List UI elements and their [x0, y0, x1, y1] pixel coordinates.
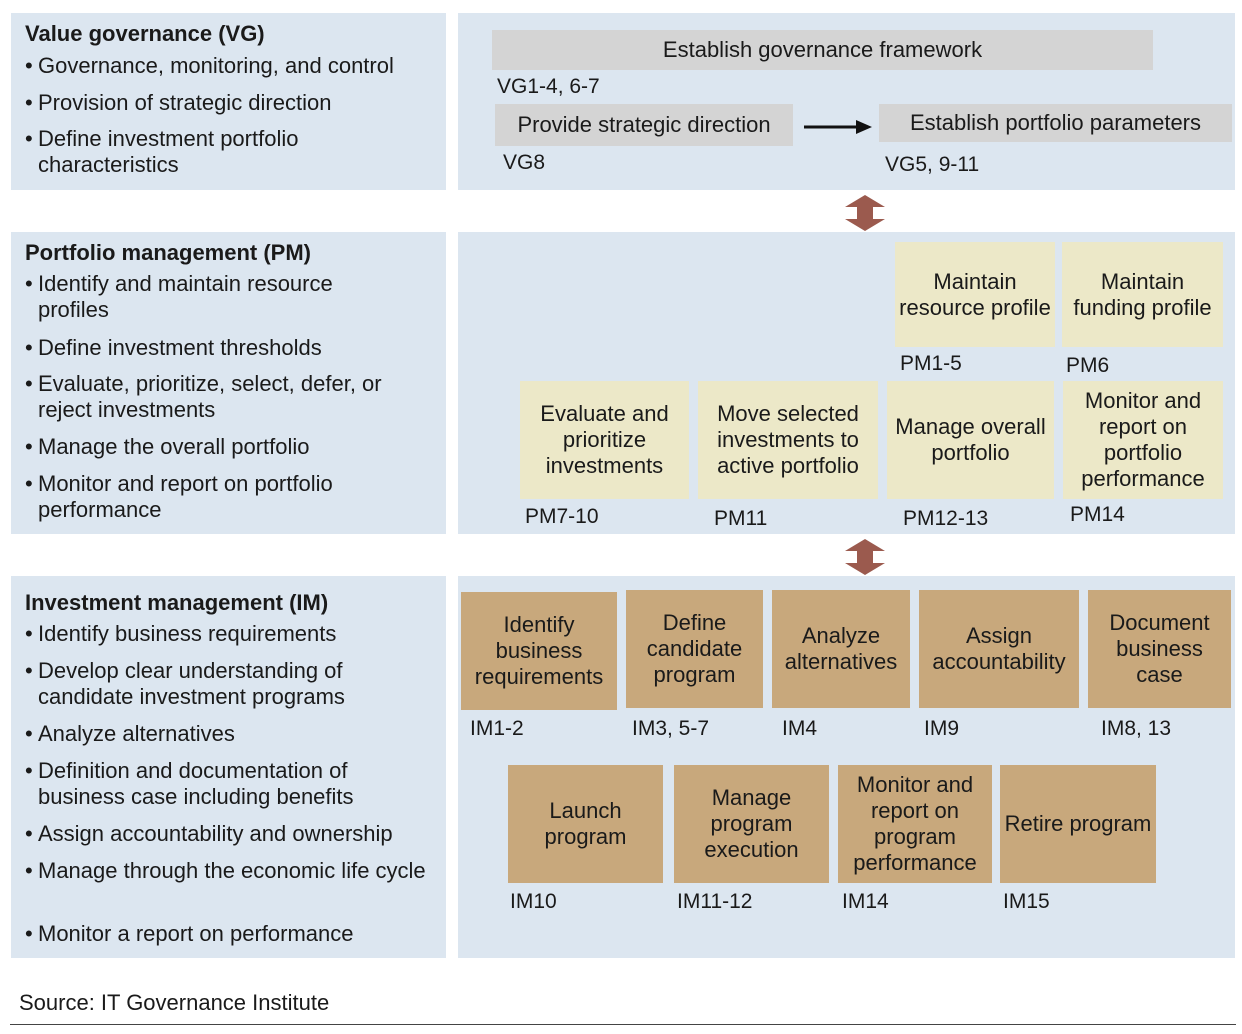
pm-code: PM6: [1066, 354, 1110, 377]
monitor-program-performance-box: Monitor and report on program performanc…: [838, 765, 992, 883]
identify-business-requirements-box: Identify business requirements: [461, 592, 617, 710]
im-bullet: •Develop clear understanding of candidat…: [25, 658, 345, 709]
maintain-resource-profile-box: Maintain resource profile: [895, 242, 1055, 347]
vg-parameters-code: VG5, 9-11: [885, 153, 980, 176]
im-code: IM14: [842, 890, 889, 913]
monitor-portfolio-performance-box: Monitor and report on portfolio performa…: [1063, 381, 1223, 499]
vg-bullet: •Define investment portfolio characteris…: [25, 126, 299, 177]
im-code: IM10: [510, 890, 557, 913]
maintain-funding-profile-box: Maintain funding profile: [1062, 242, 1223, 347]
im-bullet: •Manage through the economic life cycle: [25, 858, 426, 883]
im-code: IM4: [782, 717, 818, 740]
assign-accountability-box: Assign accountability: [919, 590, 1079, 708]
pm-bullet: •Manage the overall portfolio: [25, 434, 310, 459]
im-code: IM9: [924, 717, 960, 740]
retire-program-box: Retire program: [1000, 765, 1156, 883]
double-arrow-icon: [845, 195, 885, 231]
pm-left-panel: Portfolio management (PM) •Identify and …: [11, 232, 446, 534]
vg-title: Value governance (VG): [25, 21, 265, 46]
im-bullet: •Monitor a report on performance: [25, 921, 354, 946]
im-code: IM8, 13: [1101, 717, 1172, 740]
im-code: IM1-2: [470, 717, 524, 740]
im-code: IM15: [1003, 890, 1050, 913]
vg-left-panel: Value governance (VG) •Governance, monit…: [11, 13, 446, 190]
im-code: IM3, 5-7: [632, 717, 710, 740]
pm-code: PM11: [714, 507, 768, 530]
im-title: Investment management (IM): [25, 590, 329, 615]
pm-bullet: •Define investment thresholds: [25, 335, 322, 360]
document-business-case-box: Document business case: [1088, 590, 1231, 708]
establish-portfolio-parameters-box: Establish portfolio parameters: [879, 104, 1232, 142]
provide-strategic-direction-box: Provide strategic direction: [495, 104, 793, 146]
pm-bullet: •Identify and maintain resource profiles: [25, 271, 333, 322]
analyze-alternatives-box: Analyze alternatives: [772, 590, 910, 708]
establish-governance-framework-box: Establish governance framework: [492, 30, 1153, 70]
double-arrow-icon: [845, 539, 885, 575]
vg-bullet: •Provision of strategic direction: [25, 90, 332, 115]
bottom-divider: [10, 1024, 1236, 1025]
vg-framework-code: VG1-4, 6-7: [497, 75, 600, 98]
pm-code: PM14: [1070, 503, 1125, 526]
source-note: Source: IT Governance Institute: [19, 990, 330, 1015]
pm-code: PM7-10: [525, 505, 599, 528]
pm-bullet: •Monitor and report on portfolio perform…: [25, 471, 333, 522]
right-arrow-icon: [804, 120, 872, 134]
im-bullet: •Analyze alternatives: [25, 721, 235, 746]
im-left-panel: Investment management (IM) •Identify bus…: [11, 576, 446, 958]
im-bullet: •Identify business requirements: [25, 621, 337, 646]
pm-code: PM1-5: [900, 352, 962, 375]
define-candidate-program-box: Define candidate program: [626, 590, 763, 708]
move-selected-investments-box: Move selected investments to active port…: [698, 381, 878, 499]
pm-code: PM12-13: [903, 507, 989, 530]
vg-bullet: •Governance, monitoring, and control: [25, 53, 394, 78]
im-bullet: •Assign accountability and ownership: [25, 821, 393, 846]
im-bullet: •Definition and documentation of busines…: [25, 758, 354, 809]
evaluate-prioritize-box: Evaluate and prioritize investments: [520, 381, 689, 499]
im-code: IM11-12: [677, 890, 753, 913]
launch-program-box: Launch program: [508, 765, 663, 883]
manage-overall-portfolio-box: Manage overall portfolio: [887, 381, 1054, 499]
manage-program-execution-box: Manage program execution: [674, 765, 829, 883]
pm-bullet: •Evaluate, prioritize, select, defer, or…: [25, 371, 382, 422]
vg-direction-code: VG8: [503, 151, 546, 174]
pm-title: Portfolio management (PM): [25, 240, 312, 265]
